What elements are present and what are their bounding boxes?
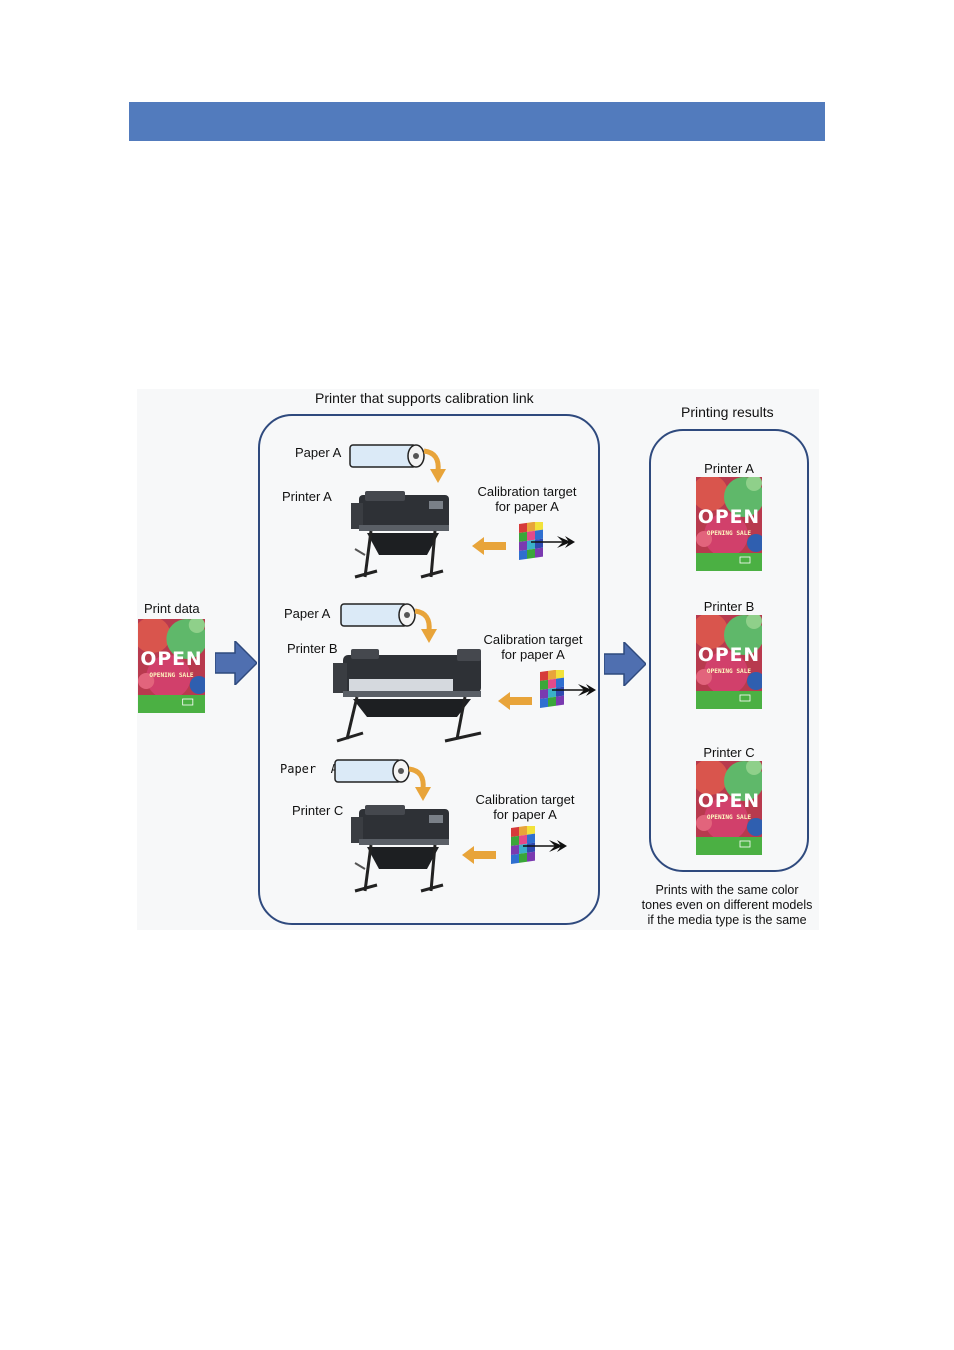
target-label: Calibration target for paper A [473,792,577,822]
arrow-left-icon [462,846,496,864]
dart-icon [552,684,596,696]
paper-label: Paper A [280,762,338,776]
paper-label: Paper A [284,606,331,621]
color-target [509,824,569,871]
target-line1: Calibration target [475,792,575,807]
curved-arrow-icon [423,448,446,483]
paper-label: Paper A [295,445,342,460]
poster-open-text: OPEN [697,791,761,813]
paper-roll-icon [349,444,425,468]
result-label: Printer C [703,745,755,760]
target-line1: Calibration target [483,632,583,647]
center-panel [258,414,600,925]
color-target-icon [540,668,596,708]
paper-roll-icon [334,759,410,783]
result-label: Printer A [704,461,754,476]
arrow-right-icon [215,641,257,685]
printer-icon [351,491,449,579]
target-line1: Calibration target [477,484,577,499]
target-label: Calibration target for paper A [481,632,585,662]
caption-line: if the media type is the same [647,913,807,927]
arrow-right-icon [604,642,646,686]
printer-icon [333,649,482,743]
poster-image [696,477,762,571]
curved-arrow-icon [414,608,437,643]
color-target-icon [519,520,575,560]
color-target [517,520,577,567]
poster-sub-text: OPENING SALE [706,529,752,537]
dart-icon [531,536,575,548]
header-bar [129,102,825,141]
poster-image [138,619,205,713]
poster-sub-text: OPENING SALE [706,813,752,821]
caption-line: Prints with the same color [655,883,799,897]
arrow-left-icon [498,692,532,710]
result-label: Printer B [703,599,755,614]
target-label: Calibration target for paper A [477,484,577,514]
printer-label: Printer C [292,803,344,818]
print-data-label: Print data [144,601,200,616]
poster-open-text: OPEN [697,507,761,529]
calibration-diagram: Printer that supports calibration link P… [137,389,819,930]
arrow-left-icon [472,537,506,555]
dart-icon [523,840,567,852]
caption-line: tones even on different models [641,898,813,912]
color-target [538,668,598,715]
results-caption: Prints with the same color tones even on… [627,883,827,928]
curved-arrow-icon [408,766,431,801]
poster-sub-text: OPENING SALE [706,667,752,675]
printer-icon [351,805,449,893]
target-line2: for paper A [495,499,559,514]
center-title: Printer that supports calibration link [315,390,534,406]
poster-image [696,615,762,709]
poster-open-text: OPEN [140,649,203,671]
target-line2: for paper A [501,647,565,662]
poster-open-text: OPEN [697,645,761,667]
color-target-icon [511,824,567,864]
target-line2: for paper A [493,807,557,822]
printer-label: Printer B [287,641,338,656]
printer-label: Printer A [282,489,332,504]
results-panel [649,429,809,872]
results-title: Printing results [681,404,774,420]
poster-sub-text: OPENING SALE [149,671,194,679]
poster-image [696,761,762,855]
paper-roll-icon [340,603,416,627]
